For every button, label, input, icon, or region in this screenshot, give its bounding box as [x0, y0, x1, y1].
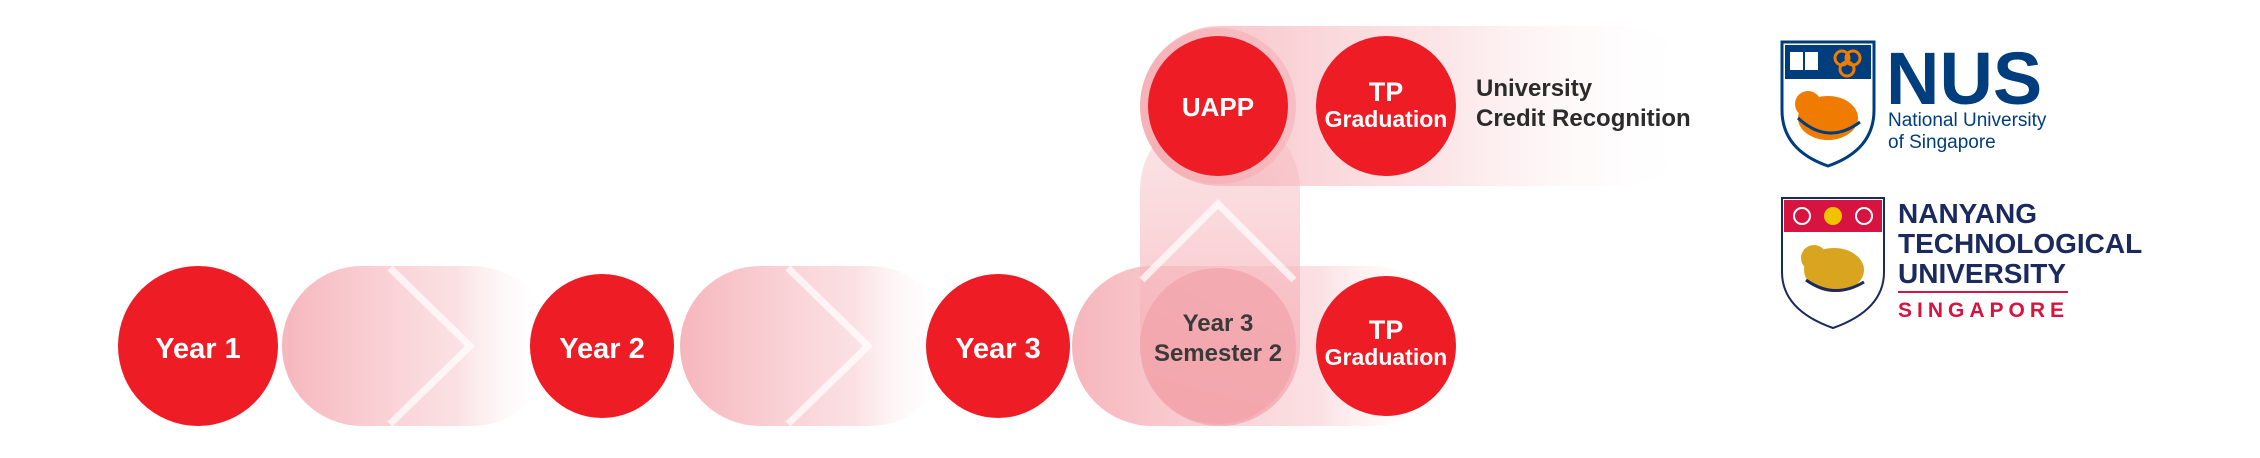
year3-semester2-label-line1: Year 3 [1183, 310, 1254, 337]
tp-graduation-bottom-label-line2: Graduation [1325, 344, 1448, 370]
tp-graduation-top-label-line2: Graduation [1325, 106, 1448, 132]
credit-recognition-line1: University [1476, 75, 1593, 102]
ntu-line4: SINGAPORE [1898, 299, 2069, 322]
year3-semester2-node [1140, 268, 1296, 424]
nus-subtitle-line1: National University [1888, 110, 2047, 131]
ntu-line1: NANYANG [1898, 198, 2037, 229]
year2-label: Year 2 [559, 333, 644, 365]
year2-node [530, 274, 674, 418]
year1-label: Year 1 [155, 333, 240, 365]
nus-subtitle-line2: of Singapore [1888, 132, 1996, 153]
year3-semester2-label-line2: Semester 2 [1154, 340, 1282, 367]
connector-band-2 [680, 266, 950, 426]
nus-crest-icon [1780, 40, 1876, 168]
ntu-logo: NANYANG TECHNOLOGICAL UNIVERSITY SINGAPO… [1781, 197, 2142, 330]
ntu-line3: UNIVERSITY [1898, 258, 2066, 289]
year3-label: Year 3 [955, 333, 1040, 365]
year3-node [926, 274, 1070, 418]
tp-graduation-bottom-label-line1: TP [1369, 315, 1404, 345]
tp-graduation-top-node [1316, 36, 1456, 176]
chevron-up-icon [1139, 199, 1297, 283]
tp-graduation-bottom-node [1316, 276, 1456, 416]
year1-node [118, 266, 278, 426]
ntu-crest-icon [1781, 197, 1885, 330]
nus-logo: NUS National University of Singapore [1780, 37, 2047, 168]
tp-graduation-top-label-line1: TP [1369, 77, 1404, 107]
chevron-right-icon [785, 265, 874, 427]
connector-band-1 [282, 266, 552, 426]
ntu-line2: TECHNOLOGICAL [1898, 228, 2142, 259]
credit-recognition-line2: Credit Recognition [1476, 105, 1691, 132]
uapp-label: UAPP [1182, 92, 1254, 122]
chevron-right-icon [387, 265, 476, 427]
nus-wordmark: NUS [1886, 37, 2042, 120]
uapp-node [1148, 36, 1288, 176]
ntu-divider [1898, 291, 2068, 293]
